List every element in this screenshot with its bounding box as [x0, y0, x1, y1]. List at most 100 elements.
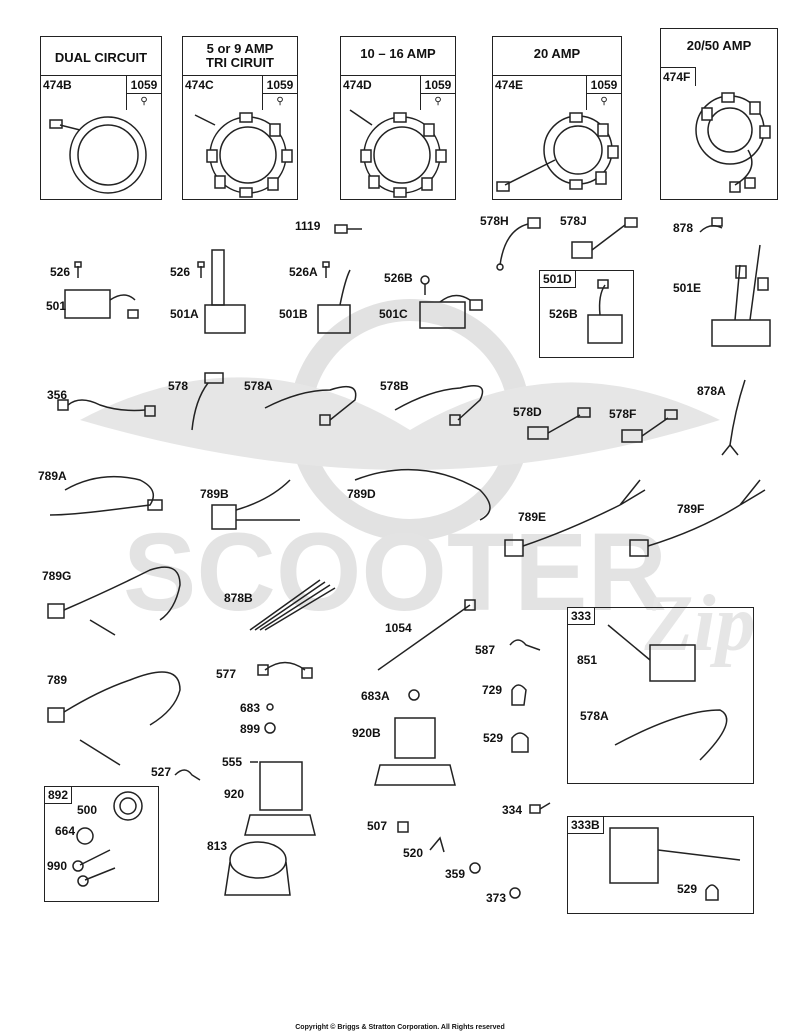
nut-899	[264, 722, 276, 734]
grommet-529	[511, 732, 529, 753]
part-label: 520	[403, 846, 424, 860]
part-label: 529	[483, 731, 504, 745]
part-label: 555	[222, 755, 243, 769]
part-label: 526B	[384, 271, 413, 285]
strap-813	[224, 841, 291, 896]
hardware-part: 1059	[586, 76, 621, 94]
harness-789E	[504, 479, 646, 557]
key-switch-500	[113, 791, 143, 821]
part-label: 813	[207, 839, 228, 853]
part-label: 356	[47, 388, 68, 402]
part-label: 578J	[560, 214, 587, 228]
part-label: 526	[170, 265, 191, 279]
solenoid-851	[607, 624, 696, 682]
solenoid-333B	[609, 827, 741, 884]
harness-789	[47, 671, 181, 766]
part-label: 990	[47, 859, 68, 873]
screw-icon: ⚲	[420, 93, 455, 110]
screw-526A	[322, 261, 330, 278]
part-label: 373	[486, 891, 507, 905]
group-box-333B: 333B	[567, 816, 754, 914]
solenoid-920B	[374, 717, 456, 786]
part-label: 878B	[224, 591, 253, 605]
stator-474B-drawing	[49, 116, 147, 194]
part-label: 789D	[347, 487, 376, 501]
part-label: 526B	[549, 307, 578, 321]
stator-474D-drawing	[349, 109, 447, 198]
stator-474C-drawing	[194, 112, 293, 198]
part-label: 878	[673, 221, 694, 235]
stator-title: 20/50 AMP	[686, 38, 752, 53]
harness-356	[57, 399, 156, 417]
connector-578F	[621, 409, 678, 443]
part-label: 789E	[518, 510, 547, 524]
part-label: 334	[502, 803, 523, 817]
part-label: 899	[240, 722, 261, 736]
wire-878A	[721, 379, 746, 456]
part-label: 529	[677, 882, 698, 896]
hardware-part: 1059	[420, 76, 455, 94]
regulator-501C	[419, 294, 483, 329]
part-label: 578A	[580, 709, 609, 723]
part-label: 578B	[380, 379, 409, 393]
harness-789D	[354, 468, 491, 521]
switch-507	[397, 821, 409, 833]
wire-578	[191, 372, 224, 431]
bracket-520	[429, 836, 445, 853]
cable-tie-1054	[377, 599, 476, 671]
part-label: 507	[367, 819, 388, 833]
solenoid-920	[244, 761, 316, 836]
part-label: 501	[46, 299, 67, 313]
screw-icon: ⚲	[586, 93, 621, 110]
part-label: 920	[224, 787, 245, 801]
group-label: 333B	[568, 817, 604, 834]
regulator-501	[64, 289, 139, 319]
part-label: 501C	[379, 307, 408, 321]
part-label: 789B	[200, 487, 229, 501]
hardware-part: 1059	[262, 76, 297, 94]
washer-359	[469, 862, 481, 874]
part-label: 578	[168, 379, 189, 393]
harness-578B	[394, 385, 484, 426]
stator-474E-drawing	[496, 112, 619, 192]
nut-664	[76, 827, 94, 845]
part-label: 920B	[352, 726, 381, 740]
part-label: 578H	[480, 214, 509, 228]
connector-578D	[527, 407, 591, 440]
stator-title-line2: TRI CIRUIT	[206, 55, 274, 70]
part-label: 789F	[677, 502, 705, 516]
svg-text:Zip: Zip	[643, 580, 755, 668]
part-label: 1054	[385, 621, 412, 635]
part-label: 683	[240, 701, 261, 715]
screw-526B	[420, 275, 430, 295]
regulator-501D	[587, 279, 623, 344]
wire-878	[699, 217, 723, 233]
part-label: 527	[151, 765, 172, 779]
stator-title: 10 – 16 AMP	[360, 46, 436, 61]
part-label: 501B	[279, 307, 308, 321]
screw-526	[74, 261, 82, 278]
clamp-527	[174, 769, 201, 781]
harness-789F	[629, 479, 766, 557]
screw-334	[529, 802, 551, 814]
regulator-501E	[711, 244, 771, 347]
stator-474F-drawing	[695, 92, 771, 193]
washer-683	[266, 703, 274, 711]
part-label: 729	[482, 683, 503, 697]
part-label: 526	[50, 265, 71, 279]
part-label: 500	[77, 803, 98, 817]
wire-577	[257, 661, 313, 679]
keys-990	[72, 849, 116, 887]
harness-789B	[211, 479, 300, 530]
grommet-529b	[705, 884, 719, 901]
group-box-892: 892	[44, 786, 159, 902]
stator-title: 20 AMP	[533, 46, 581, 61]
stator-part: 474D	[343, 78, 372, 92]
group-label: 892	[45, 787, 73, 804]
regulator-501B	[317, 269, 351, 334]
part-label: 578D	[513, 405, 542, 419]
part-label: 878A	[697, 384, 726, 398]
screw-1119	[334, 224, 362, 234]
